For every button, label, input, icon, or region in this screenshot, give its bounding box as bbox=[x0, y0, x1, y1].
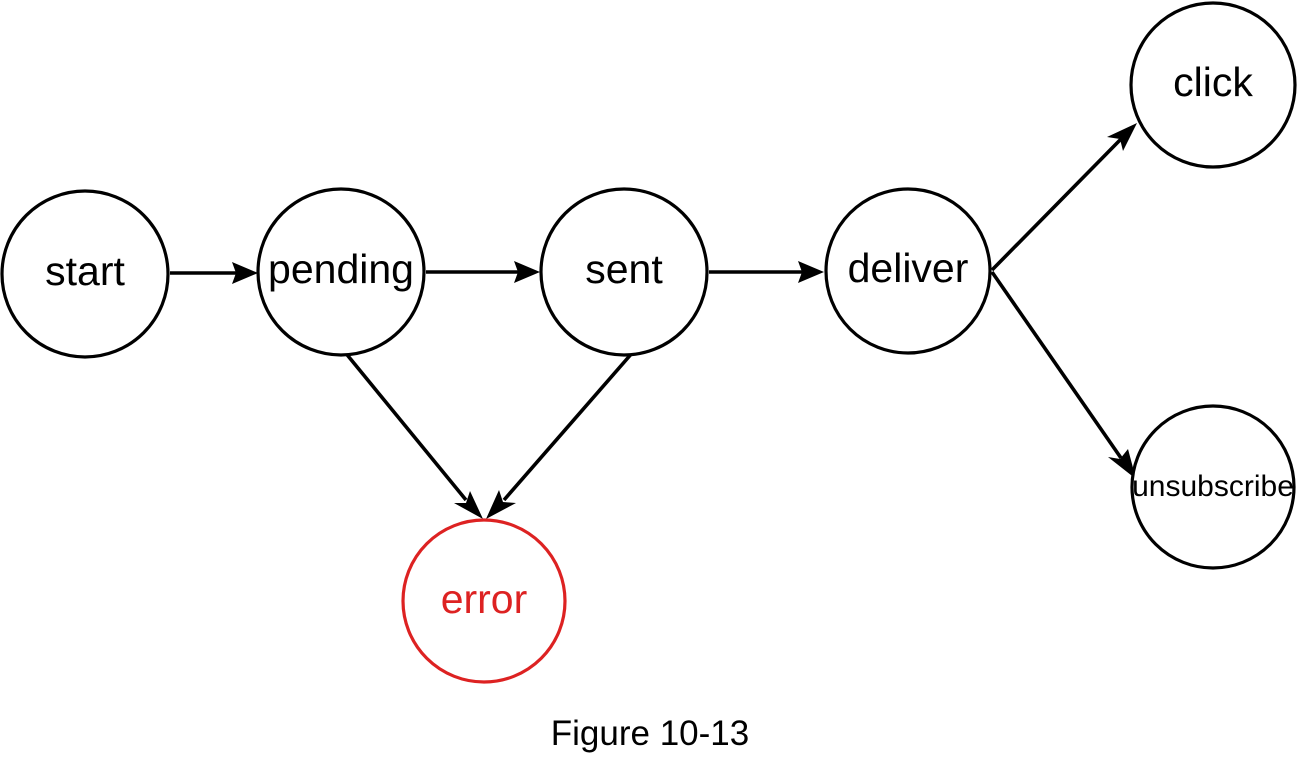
edge-line-sent-error bbox=[502, 350, 635, 502]
arrow-head-pending-sent bbox=[514, 261, 540, 283]
node-label-error: error bbox=[441, 576, 528, 622]
node-label-start: start bbox=[45, 248, 125, 294]
node-layer: start pending sent deliver click unsubsc bbox=[0, 1, 1297, 684]
edge-line-pending-error bbox=[342, 349, 468, 502]
edge-deliver-to-unsubscribe bbox=[990, 270, 1136, 479]
node-label-pending: pending bbox=[268, 246, 414, 292]
node-unsubscribe[interactable]: unsubscribe bbox=[1130, 404, 1296, 570]
node-pending[interactable]: pending bbox=[256, 187, 426, 357]
edge-deliver-to-click bbox=[990, 123, 1137, 272]
node-deliver[interactable]: deliver bbox=[824, 187, 992, 355]
edge-layer bbox=[170, 123, 1137, 519]
arrow-head-pending-error bbox=[454, 491, 483, 519]
arrow-head-sent-error bbox=[486, 490, 516, 519]
node-circle-click[interactable] bbox=[1129, 1, 1297, 169]
node-label-deliver: deliver bbox=[848, 245, 969, 291]
arrow-head-deliver-unsubscribe bbox=[1108, 449, 1136, 479]
node-sent[interactable]: sent bbox=[539, 187, 709, 357]
node-circle-pending[interactable] bbox=[256, 187, 426, 357]
node-circle-deliver[interactable] bbox=[824, 187, 992, 355]
edge-line-deliver-unsubscribe bbox=[990, 270, 1123, 460]
arrow-head-sent-deliver bbox=[798, 261, 824, 283]
figure-caption: Figure 10-13 bbox=[551, 714, 749, 753]
edge-pending-to-sent bbox=[426, 261, 540, 283]
node-circle-sent[interactable] bbox=[539, 187, 709, 357]
node-error[interactable]: error bbox=[401, 518, 567, 684]
arrow-head-deliver-click bbox=[1107, 123, 1137, 151]
edge-pending-to-error bbox=[342, 349, 483, 519]
node-label-click: click bbox=[1173, 59, 1253, 105]
edge-line-deliver-click bbox=[990, 137, 1123, 272]
node-start[interactable]: start bbox=[0, 189, 170, 359]
edge-sent-to-deliver bbox=[709, 261, 824, 283]
node-label-unsubscribe: unsubscribe bbox=[1132, 470, 1294, 503]
node-label-sent: sent bbox=[585, 246, 663, 292]
node-circle-start[interactable] bbox=[0, 189, 170, 359]
node-circle-unsubscribe[interactable] bbox=[1130, 404, 1296, 570]
node-circle-error[interactable] bbox=[401, 518, 567, 684]
node-click[interactable]: click bbox=[1129, 1, 1297, 169]
edge-sent-to-error bbox=[486, 350, 635, 519]
arrow-head-start-pending bbox=[232, 262, 258, 284]
edge-start-to-pending bbox=[170, 262, 258, 284]
